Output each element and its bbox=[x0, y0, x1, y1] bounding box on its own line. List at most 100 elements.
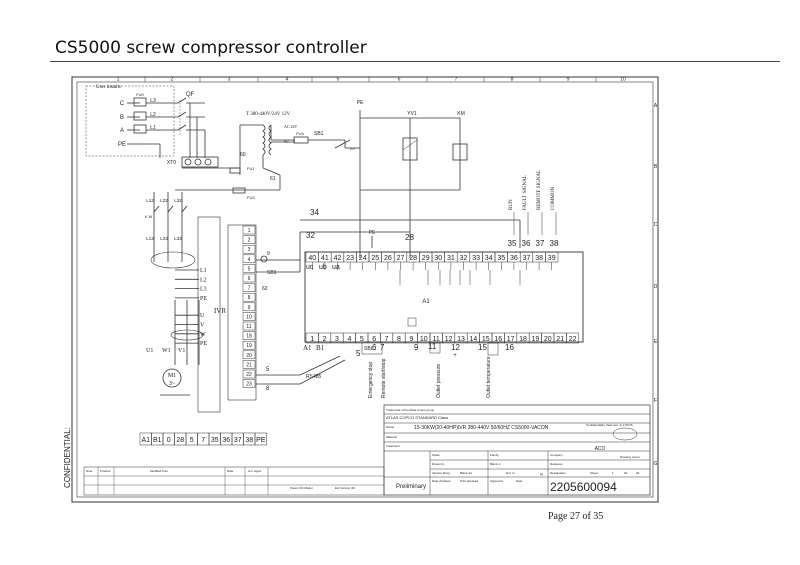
bottom-terminal-number: 6 bbox=[372, 336, 376, 343]
ivr-terminal-label: PE bbox=[200, 296, 207, 302]
rev-parent: Parent 3D Model bbox=[290, 486, 313, 490]
tb-family: Family bbox=[490, 453, 499, 457]
top-terminal-number: 41 bbox=[321, 255, 329, 262]
tb-treatment-label: Treatment bbox=[386, 444, 400, 448]
pe-label: PE bbox=[357, 100, 364, 106]
ivr-pin-number: 5 bbox=[248, 266, 251, 272]
ivr-pin-number: 22 bbox=[246, 372, 252, 378]
input-number: 15 bbox=[478, 343, 487, 352]
bottom-terminal-number: 10 bbox=[420, 336, 428, 343]
fuse-label: FU0 bbox=[136, 92, 144, 97]
tb-drawing-owner: Drawing owner bbox=[620, 455, 640, 459]
input-number: 9 bbox=[414, 343, 419, 352]
top-terminal-number: 24 bbox=[359, 255, 367, 262]
bottom-terminal-number: 22 bbox=[569, 336, 577, 343]
switch-sbl bbox=[361, 341, 383, 355]
column-marker: 9 bbox=[567, 77, 570, 83]
signal-terminal-number: 35 bbox=[508, 239, 517, 248]
signal-label: RUN bbox=[509, 199, 514, 210]
motor-symbol bbox=[162, 368, 182, 388]
strip-terminal-number: 28 bbox=[176, 437, 184, 444]
wire-number: 5 bbox=[266, 367, 270, 373]
input-number: 12 bbox=[451, 343, 460, 352]
rev-ext: Ext Version 3D bbox=[335, 486, 356, 490]
tb-sheet-value: 01 bbox=[624, 471, 628, 475]
contactor-coil-km bbox=[452, 143, 468, 161]
phase-wire-label: L33 bbox=[174, 236, 182, 241]
controller-voltage-input: ua bbox=[332, 264, 340, 271]
pressure-sensor bbox=[429, 342, 441, 354]
ivr-terminal-label: PE bbox=[200, 341, 207, 347]
solenoid-yv1 bbox=[402, 137, 418, 161]
motor-phase: 3~ bbox=[169, 381, 175, 387]
bottom-terminal-number: 14 bbox=[470, 336, 478, 343]
user-install-label: User installs bbox=[96, 85, 121, 90]
ivr-pin-number: 18 bbox=[246, 334, 252, 340]
column-marker: 1 bbox=[117, 77, 120, 83]
fuse-fu4 bbox=[293, 136, 309, 144]
wire bbox=[299, 359, 346, 385]
ivr-terminal-label: L2 bbox=[200, 277, 207, 283]
column-marker: 4 bbox=[286, 77, 289, 83]
ivr-pin-box bbox=[242, 273, 256, 283]
top-terminal-number: 30 bbox=[434, 255, 442, 262]
input-label: Outlet pressure bbox=[436, 364, 442, 398]
contactor-label: KM bbox=[457, 111, 465, 117]
wire-number: 62 bbox=[262, 286, 268, 292]
voltage-label: 0V bbox=[284, 139, 289, 144]
fuse-label: FU4 bbox=[296, 131, 304, 136]
ivr-pin-number: 20 bbox=[246, 353, 252, 359]
wire-number-large: 32 bbox=[306, 231, 315, 240]
tb-blank-nr: Blank nr bbox=[490, 462, 501, 466]
top-terminal-number: 26 bbox=[384, 255, 392, 262]
strip-terminal-number: PE bbox=[256, 437, 266, 444]
signal-label: REMOTE SIGNAL bbox=[537, 170, 542, 210]
bottom-terminal-number: 15 bbox=[482, 336, 490, 343]
tb-version: Version Drwg bbox=[432, 471, 450, 475]
column-marker: 6 bbox=[398, 77, 401, 83]
ivr-pin-number: 23 bbox=[246, 382, 252, 388]
top-terminal-number: 36 bbox=[510, 255, 518, 262]
fuse bbox=[133, 111, 147, 121]
terminal-screw bbox=[194, 158, 202, 166]
top-terminal-number: 39 bbox=[548, 255, 556, 262]
tb-env-nr: Env nr bbox=[506, 471, 515, 475]
bottom-terminal-number: 20 bbox=[544, 336, 552, 343]
fuse-label: FU1 bbox=[247, 166, 255, 171]
ivr-pin-box bbox=[242, 350, 256, 360]
input-number: 6 bbox=[372, 343, 377, 352]
switch-contact bbox=[334, 139, 351, 149]
signal-label: COMMON bbox=[551, 187, 556, 210]
strip-terminal-number: B1 bbox=[153, 437, 162, 444]
title-rule bbox=[50, 61, 780, 62]
tb-standard: ATLAS COPCO STANDARD Class bbox=[386, 415, 448, 420]
bottom-terminal-number: 17 bbox=[507, 336, 515, 343]
phase-wire-label: L1 bbox=[150, 125, 156, 131]
fuse-fu1 bbox=[229, 167, 241, 174]
top-terminal-number: 27 bbox=[397, 255, 405, 262]
rev-modified: Modified from bbox=[150, 469, 169, 473]
cable-ring bbox=[170, 329, 204, 341]
confidential-mark: CONFIDENTIAL: bbox=[63, 427, 72, 488]
phase-label: C bbox=[120, 101, 125, 107]
bottom-terminal-number: 4 bbox=[347, 336, 351, 343]
transformer-primary-coil bbox=[262, 124, 266, 156]
ivr-pin-box bbox=[242, 340, 256, 350]
motor-terminal-label: U1 bbox=[146, 348, 153, 354]
tb-material-label: Material bbox=[386, 435, 397, 439]
ivr-pin-number: 10 bbox=[246, 314, 252, 320]
transformer-secondary-coil bbox=[268, 124, 272, 156]
ivr-terminal-label: V bbox=[200, 323, 205, 329]
top-terminal-number: 33 bbox=[472, 255, 480, 262]
phase-label: PE bbox=[118, 142, 126, 148]
ivr-pin-number: 8 bbox=[248, 295, 251, 301]
controller-voltage-input: ub bbox=[319, 264, 327, 271]
tb-name-value: 15-30KW(20-40HP)IVR 380-440V 50/60HZ CS5… bbox=[414, 425, 549, 431]
row-marker: E bbox=[654, 339, 658, 345]
column-marker: 3 bbox=[228, 77, 231, 83]
ivr-terminal-label: U bbox=[200, 313, 205, 319]
top-terminal-number: 34 bbox=[485, 255, 493, 262]
top-terminal-number: 25 bbox=[371, 255, 379, 262]
ivr-pin-box bbox=[242, 321, 256, 331]
